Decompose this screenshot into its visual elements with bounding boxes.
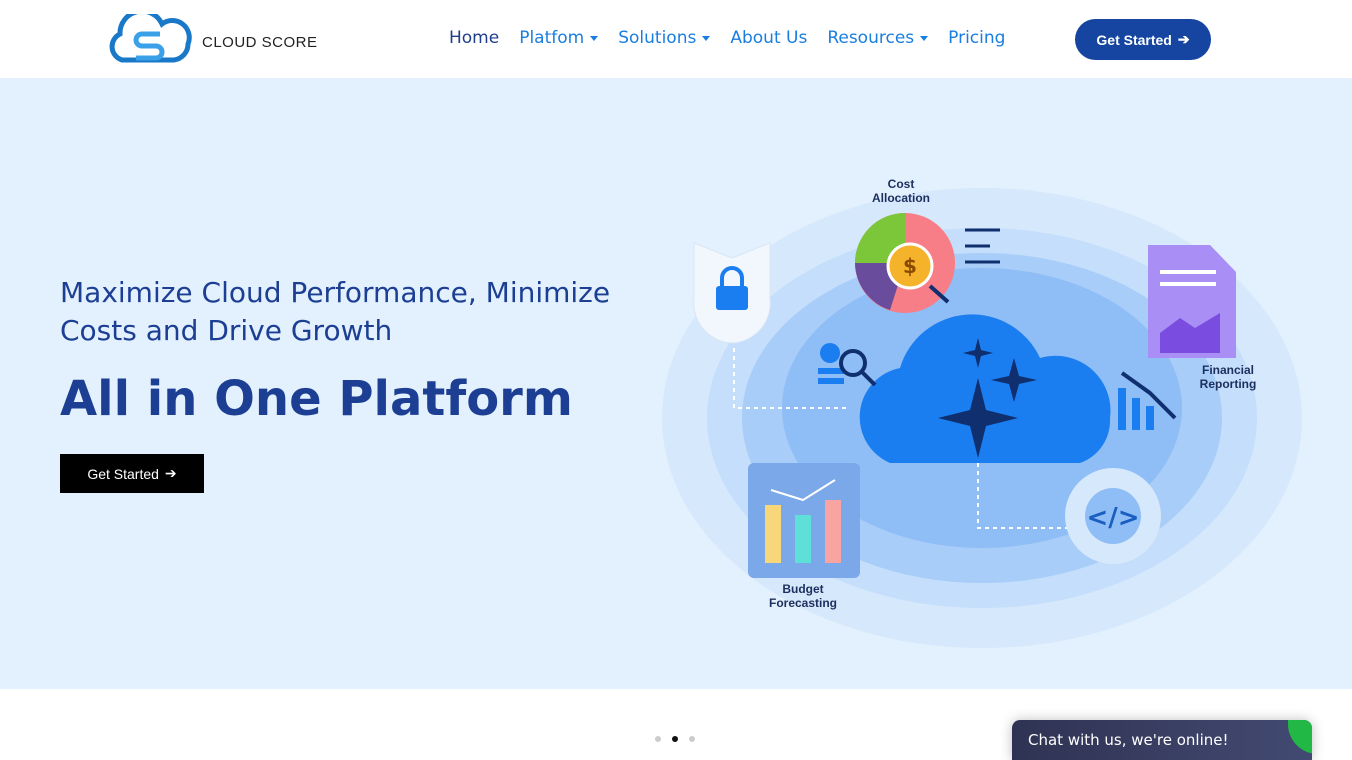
nav-label: Home [449,28,500,48]
chat-widget[interactable]: Chat with us, we're online! [1012,720,1312,760]
nav-about[interactable]: About Us [730,28,807,48]
logo[interactable]: CLOUD SCORE [108,14,318,64]
header: CLOUD SCORE Home Platfom Solutions About… [0,0,1352,78]
dollar-sign: $ [903,254,917,278]
budget-forecasting-label: Budget [782,582,823,596]
cost-allocation-label: Allocation [872,191,930,205]
button-label: Get Started [87,465,159,482]
arrow-right-icon: ➔ [1177,31,1190,47]
button-label: Get Started [1096,31,1172,48]
nav-label: Platfom [519,28,585,48]
hero-get-started-button[interactable]: Get Started ➔ [60,454,204,493]
arrow-right-icon: ➔ [164,465,177,481]
hero-subtitle: Maximize Cloud Performance, Minimize Cos… [60,276,611,347]
nav-resources[interactable]: Resources [827,28,929,48]
gear-code-icon: </> [1065,468,1161,564]
cloud-logo-icon [109,14,192,63]
cost-allocation-pie-icon: $ [855,213,1000,313]
main-nav: Home Platfom Solutions About Us Resource… [449,28,1005,48]
financial-reporting-label: Reporting [1200,377,1257,391]
chat-label: Chat with us, we're online! [1028,731,1229,749]
budget-forecasting-chart-icon [748,463,860,578]
nav-platform[interactable]: Platfom [519,28,599,48]
budget-forecasting-label: Forecasting [769,596,837,610]
financial-reporting-label: Financial [1202,363,1254,377]
svg-text:</>: </> [1086,503,1139,533]
coin-search-icon [818,343,877,387]
nav-pricing[interactable]: Pricing [948,28,1005,48]
chevron-down-icon [590,35,599,41]
brand-name: CLOUD SCORE [202,33,318,51]
carousel-dot[interactable] [655,736,661,742]
shield-lock-icon [693,242,771,344]
chevron-down-icon [920,35,929,41]
nav-label: About Us [730,28,808,48]
hero-title: All in One Platform [60,371,573,427]
nav-label: Pricing [948,28,1006,48]
nav-home[interactable]: Home [449,28,499,48]
chevron-down-icon [702,35,711,41]
financial-report-document-icon [1148,245,1236,358]
carousel-pagination [655,736,695,742]
nav-label: Resources [827,28,915,48]
carousel-dot-active[interactable] [672,736,678,742]
cloud-illustration: $ Cost Allocation Financial Reporting </… [662,177,1302,648]
bar-chart-down-icon [1118,371,1177,430]
hero-section: Maximize Cloud Performance, Minimize Cos… [0,78,1352,689]
header-get-started-button[interactable]: Get Started ➔ [1075,19,1211,60]
cloud-icon [859,314,1111,463]
nav-label: Solutions [618,28,697,48]
carousel-dot[interactable] [689,736,695,742]
nav-solutions[interactable]: Solutions [618,28,711,48]
cost-allocation-label: Cost [888,177,915,191]
online-indicator-icon [1288,720,1312,754]
